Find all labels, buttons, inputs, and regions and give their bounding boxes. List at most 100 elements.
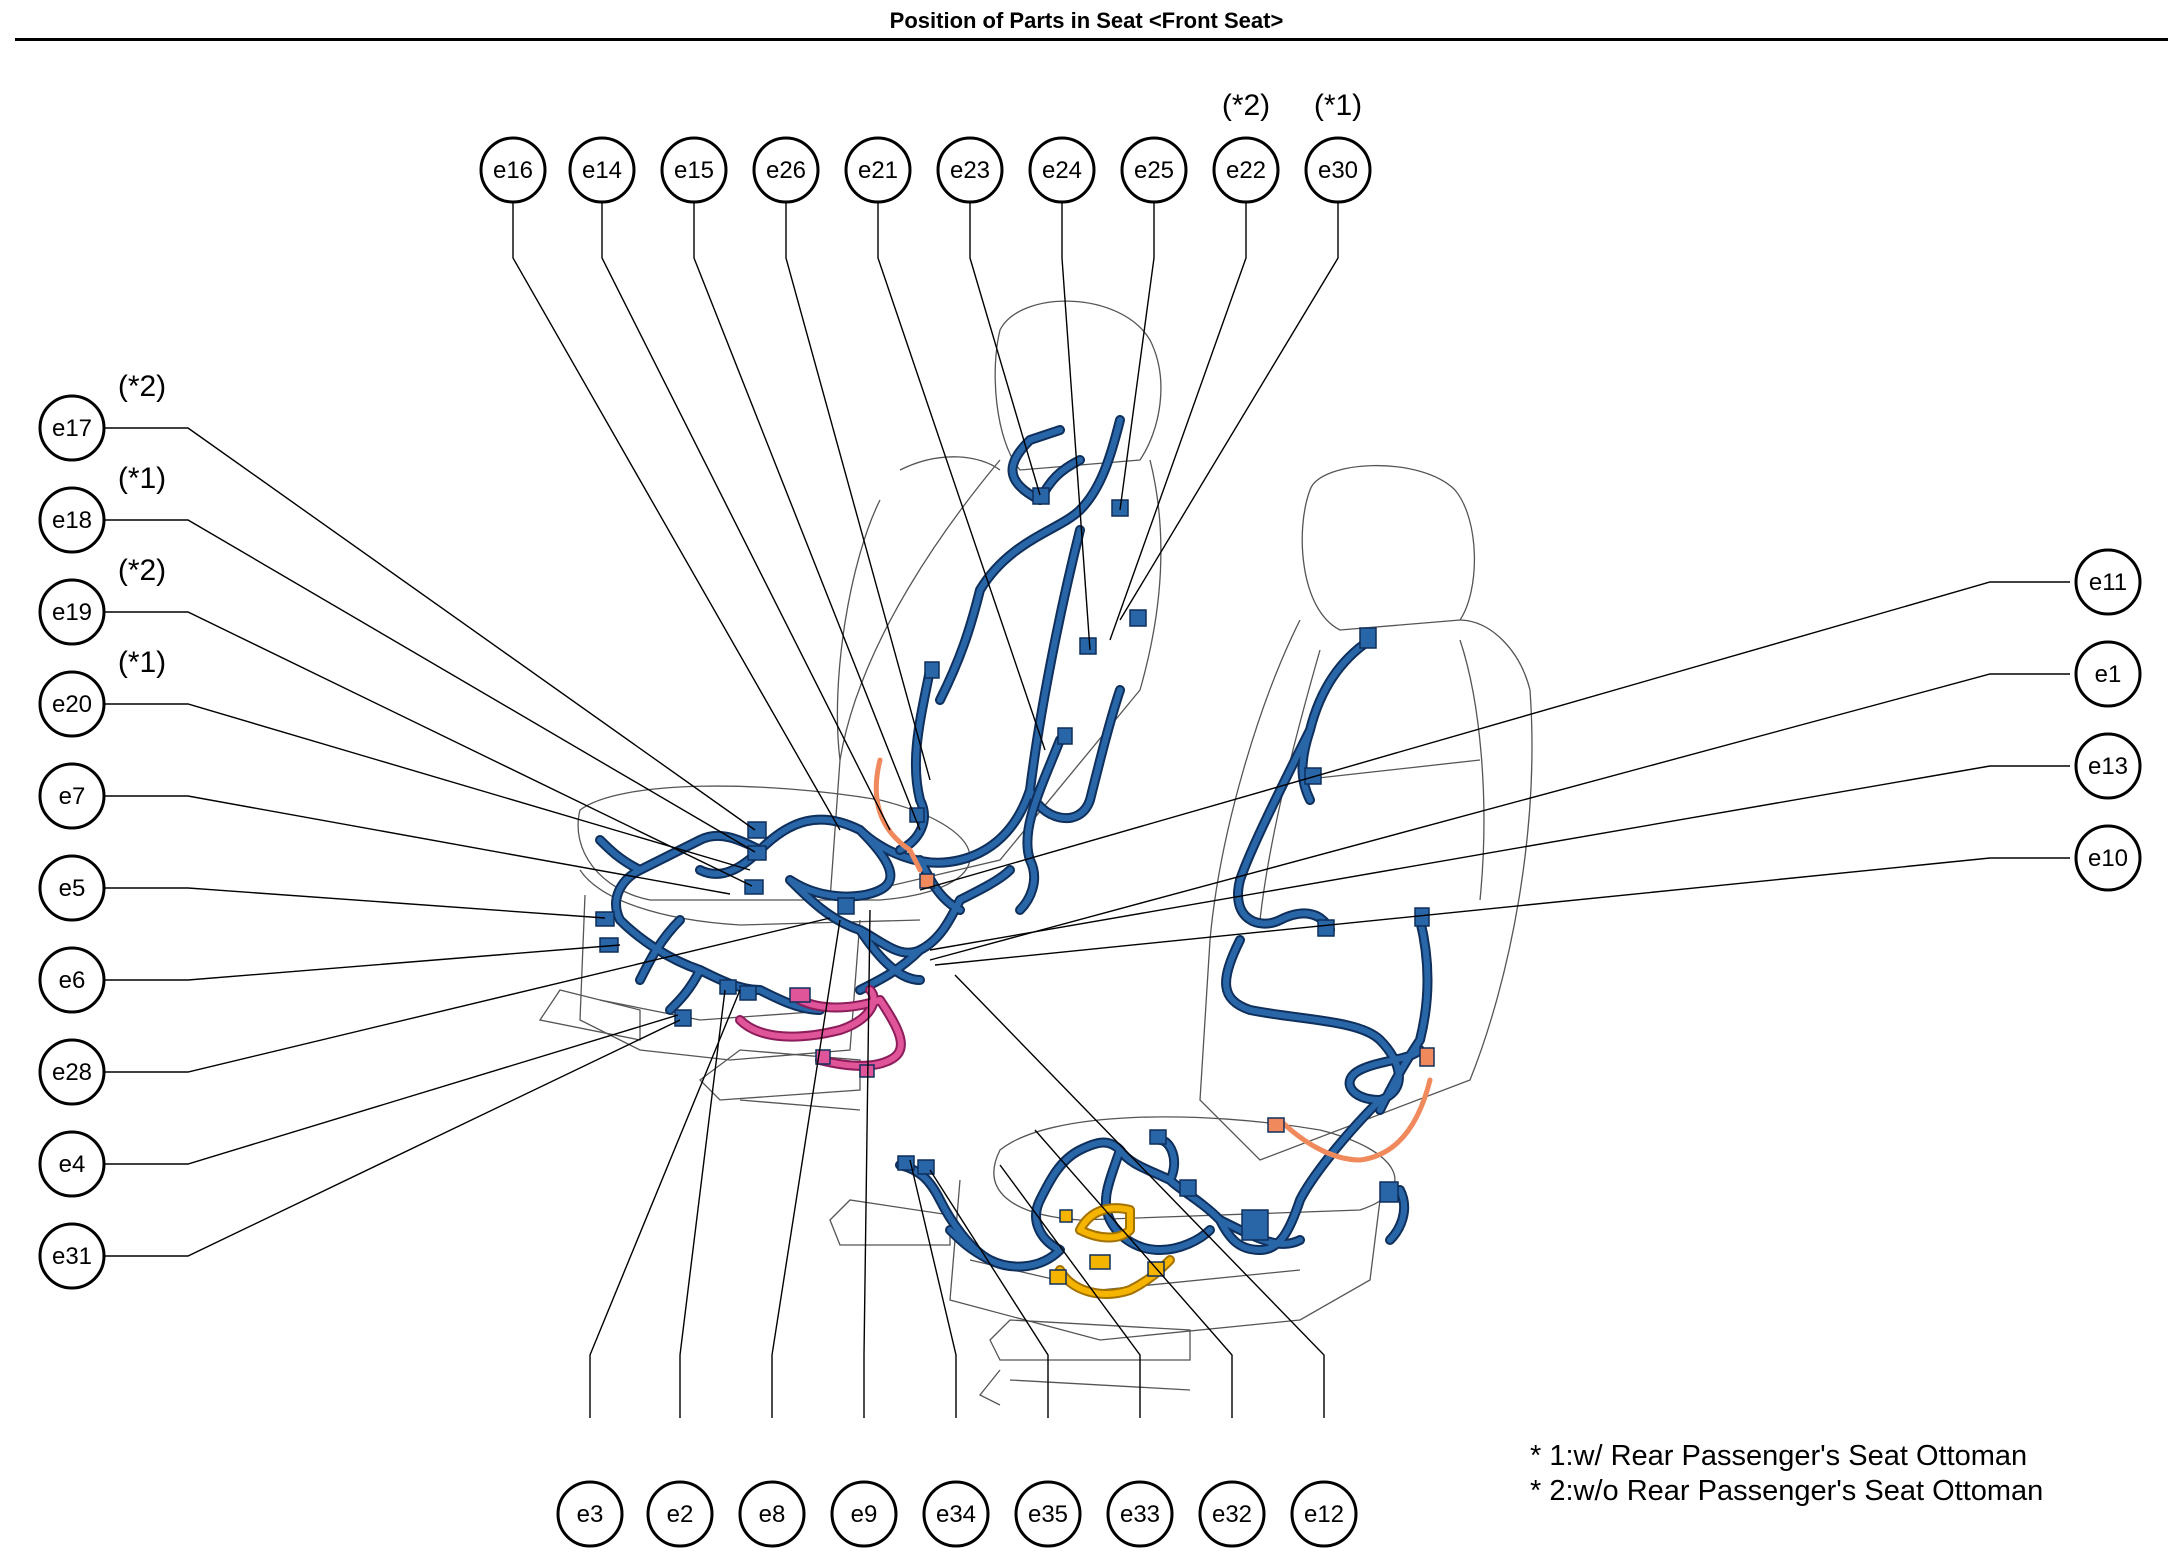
label-text: e7 — [59, 783, 86, 810]
connector-label-e2: e2 — [646, 1480, 714, 1548]
label-circle — [38, 946, 106, 1014]
label-text: e28 — [52, 1059, 92, 1086]
label-text: e3 — [577, 1501, 604, 1528]
label-circle — [479, 136, 547, 204]
connector-label-e3: e3 — [556, 1480, 624, 1548]
label-text: e1 — [2095, 661, 2122, 688]
label-circle — [38, 762, 106, 830]
label-text: e12 — [1304, 1501, 1344, 1528]
label-note: (*2) — [1222, 89, 1270, 122]
connector-label-e7: e7 — [38, 762, 106, 830]
label-circle — [752, 136, 820, 204]
connector-label-e18: e18 (*1) — [38, 462, 166, 554]
label-text: e10 — [2088, 845, 2128, 872]
label-text: e32 — [1212, 1501, 1252, 1528]
connector-label-e26: e26 — [752, 136, 820, 204]
label-text: e13 — [2088, 753, 2128, 780]
label-text: e16 — [493, 157, 533, 184]
connector-label-e6: e6 — [38, 946, 106, 1014]
label-text: e5 — [59, 875, 86, 902]
label-circle — [38, 854, 106, 922]
front-seat-harness — [895, 635, 1433, 1299]
connector-label-e10: e10 — [2074, 824, 2142, 892]
label-text: e25 — [1134, 157, 1174, 184]
label-circle — [646, 1480, 714, 1548]
label-circle — [1290, 1480, 1358, 1548]
connector-label-e28: e28 — [38, 1038, 106, 1106]
label-text: e9 — [851, 1501, 878, 1528]
connector-label-e32: e32 — [1198, 1480, 1266, 1548]
label-circle — [2074, 824, 2142, 892]
label-text: e14 — [582, 157, 622, 184]
connector-label-e22: e22 (*2) — [1212, 89, 1280, 204]
label-circle — [556, 1480, 624, 1548]
label-circle — [38, 670, 106, 738]
label-circle — [738, 1480, 806, 1548]
label-circle — [1212, 136, 1280, 204]
label-text: e8 — [759, 1501, 786, 1528]
connector-label-e20: e20(*1) — [38, 646, 166, 738]
label-note: (*1) — [118, 462, 166, 495]
connector-label-e13: e13 — [2074, 732, 2142, 800]
label-circle — [844, 136, 912, 204]
connector-label-e5: e5 — [38, 854, 106, 922]
connector-label-e4: e4 — [38, 1130, 106, 1198]
label-circle — [830, 1480, 898, 1548]
connector-label-e23: e23 — [936, 136, 1004, 204]
label-text: e17 — [52, 415, 92, 442]
connector-label-e19: e19 (*2) — [38, 554, 166, 646]
label-text: e23 — [950, 157, 990, 184]
leader-lines — [102, 200, 2070, 1418]
label-circle — [38, 1222, 106, 1290]
footnote-2: * 2:w/o Rear Passenger's Seat Ottoman — [1530, 1475, 2043, 1507]
connector-label-e21: e21 — [844, 136, 912, 204]
label-text: e11 — [2089, 569, 2127, 596]
connector-label-e34: e34 — [922, 1480, 990, 1548]
label-text: e24 — [1042, 157, 1082, 184]
connector-label-e30: e30(*1) — [1304, 89, 1372, 204]
label-text: e18 — [52, 507, 92, 534]
connector-label-e1: e1 — [2074, 640, 2142, 708]
connector-label-e14: e14 — [568, 136, 636, 204]
connector-label-e17: e17 (*2) — [38, 370, 166, 462]
label-text: e6 — [59, 967, 86, 994]
label-circle — [38, 1130, 106, 1198]
label-circle — [1014, 1480, 1082, 1548]
label-note: (*2) — [118, 370, 166, 403]
label-circle — [2074, 640, 2142, 708]
connector-label-e12: e12 — [1290, 1480, 1358, 1548]
connector-label-e31: e31 — [38, 1222, 106, 1290]
label-text: e34 — [936, 1501, 976, 1528]
label-circle — [2074, 732, 2142, 800]
label-text: e2 — [667, 1501, 694, 1528]
label-note: (*1) — [1314, 89, 1362, 122]
label-circle — [660, 136, 728, 204]
rear-seat-harness — [595, 415, 1125, 1071]
label-circle — [38, 486, 106, 554]
label-text: e26 — [766, 157, 806, 184]
page-title: Position of Parts in Seat <Front Seat> — [889, 8, 1284, 33]
label-text: e15 — [674, 157, 714, 184]
connector-label-e16: e16 — [479, 136, 547, 204]
label-text: e35 — [1028, 1501, 1068, 1528]
label-circle — [1304, 136, 1372, 204]
label-circle — [1198, 1480, 1266, 1548]
label-circle — [38, 1038, 106, 1106]
label-note: (*1) — [118, 646, 166, 679]
label-text: e31 — [52, 1243, 92, 1270]
seat-outline-drawing — [538, 300, 1533, 1406]
label-note: (*2) — [118, 554, 166, 587]
connector-label-e35: e35 — [1014, 1480, 1082, 1548]
label-text: e22 — [1226, 157, 1266, 184]
connector-label-e9: e9 — [830, 1480, 898, 1548]
label-circle — [936, 136, 1004, 204]
label-text: e4 — [59, 1151, 86, 1178]
label-text: e19 — [52, 599, 92, 626]
footnotes: * 1:w/ Rear Passenger's Seat Ottoman * 2… — [1530, 1440, 2043, 1507]
footnote-1: * 1:w/ Rear Passenger's Seat Ottoman — [1530, 1440, 2027, 1472]
connector-label-e8: e8 — [738, 1480, 806, 1548]
connector-label-e25: e25 — [1120, 136, 1188, 204]
connector-label-e11: e11 — [2074, 548, 2142, 616]
label-circle — [1106, 1480, 1174, 1548]
